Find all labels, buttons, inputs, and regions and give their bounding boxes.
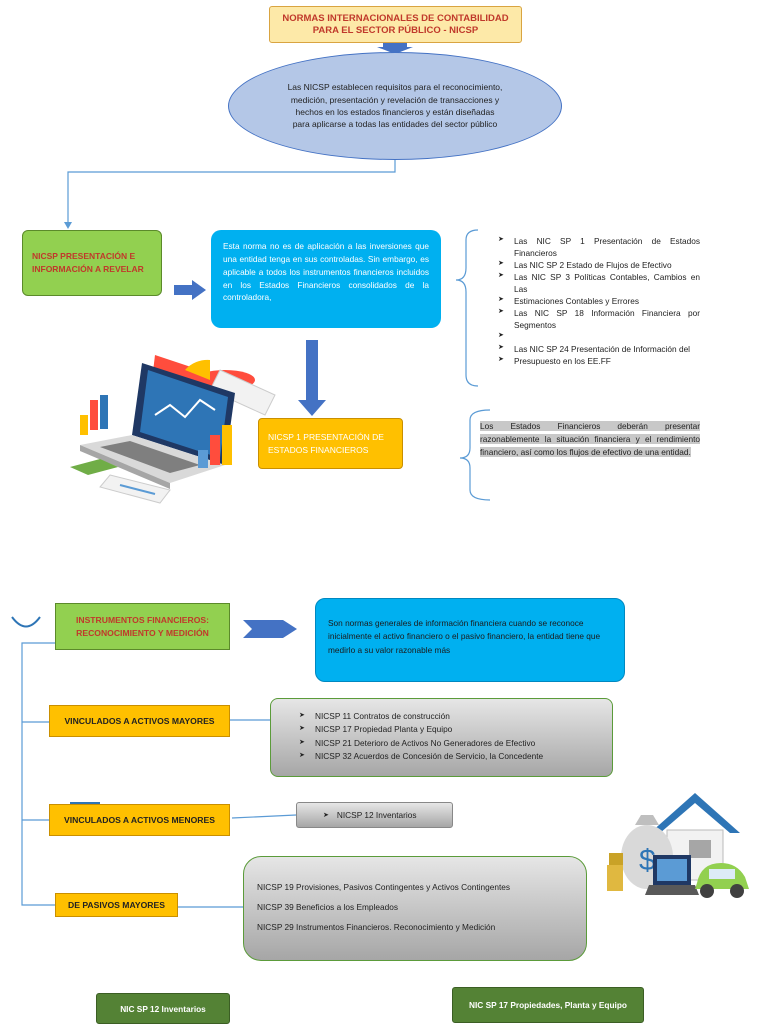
- list-item: ➤Las NIC SP 1 Presentación de Estados Fi…: [498, 236, 700, 259]
- footer-propiedades: NIC SP 17 Propiedades, Planta y Equipo: [452, 987, 644, 1023]
- instrumentos-description: Son normas generales de información fina…: [315, 598, 625, 682]
- list-item: ➤Las NIC SP 24 Presentación de Informaci…: [498, 344, 691, 355]
- list-item: ➤: [498, 332, 504, 340]
- pasivos-mayores-label: DE PASIVOS MAYORES: [55, 893, 178, 917]
- activos-menores-list: ➤NICSP 12 Inventarios: [296, 802, 453, 828]
- list-item: ➤Las NIC SP 2 Estado de Flujos de Efecti…: [498, 260, 672, 271]
- standards-list: ➤Las NIC SP 1 Presentación de Estados Fi…: [498, 235, 700, 367]
- list-item: ➤NICSP 21 Deterioro de Activos No Genera…: [299, 737, 536, 748]
- intro-ellipse: Las NICSP establecen requisitos para el …: [228, 52, 562, 160]
- nicsp1-text: Los Estados Financieros deberán presenta…: [480, 421, 700, 457]
- list-item: ➤NICSP 32 Acuerdos de Concesión de Servi…: [299, 750, 544, 761]
- presentacion-description: Esta norma no es de aplicación a las inv…: [211, 230, 441, 328]
- list-item: ➤Las NIC SP 18 Información Financiera po…: [498, 308, 700, 331]
- list-item: ➤Estimaciones Contables y Errores: [498, 296, 639, 307]
- laptop-charts-icon: [70, 355, 276, 504]
- footer-inventarios: NIC SP 12 Inventarios: [96, 993, 230, 1024]
- list-item: ➤NICSP 11 Contratos de construcción: [299, 711, 450, 721]
- list-item: NICSP 39 Beneficios a los Empleados: [257, 901, 398, 912]
- activos-mayores-list: ➤NICSP 11 Contratos de construcción ➤NIC…: [270, 698, 613, 777]
- nicsp1-label: NICSP 1 PRESENTACIÓN DE ESTADOS FINANCIE…: [258, 418, 403, 469]
- activos-menores-label: VINCULADOS A ACTIVOS MENORES: [49, 804, 230, 836]
- presentacion-label: NICSP PRESENTACIÓN E INFORMACIÓN A REVEL…: [22, 230, 162, 296]
- intro-text: Las NICSP establecen requisitos para el …: [287, 82, 503, 130]
- activos-mayores-label: VINCULADOS A ACTIVOS MAYORES: [49, 705, 230, 737]
- list-item: NICSP 19 Provisiones, Pasivos Contingent…: [257, 882, 511, 892]
- instrumentos-financieros-label: INSTRUMENTOS FINANCIEROS: RECONOCIMIENTO…: [55, 603, 230, 650]
- list-item: NICSP 29 Instrumentos Financieros. Recon…: [257, 921, 496, 932]
- pasivos-mayores-list: NICSP 19 Provisiones, Pasivos Contingent…: [243, 856, 587, 961]
- list-item: NICSP 12 Inventarios: [336, 810, 417, 820]
- list-item: ➤Presupuesto en los EE.FF: [498, 356, 611, 367]
- house-money-car-icon: $: [607, 793, 749, 898]
- svg-text:$: $: [639, 844, 656, 877]
- list-item: ➤NICSP 17 Propiedad Planta y Equipo: [299, 724, 453, 735]
- list-item: ➤Las NIC SP 3 Políticas Contables, Cambi…: [498, 272, 700, 295]
- diagram-title: NORMAS INTERNACIONALES DE CONTABILIDAD P…: [269, 6, 522, 43]
